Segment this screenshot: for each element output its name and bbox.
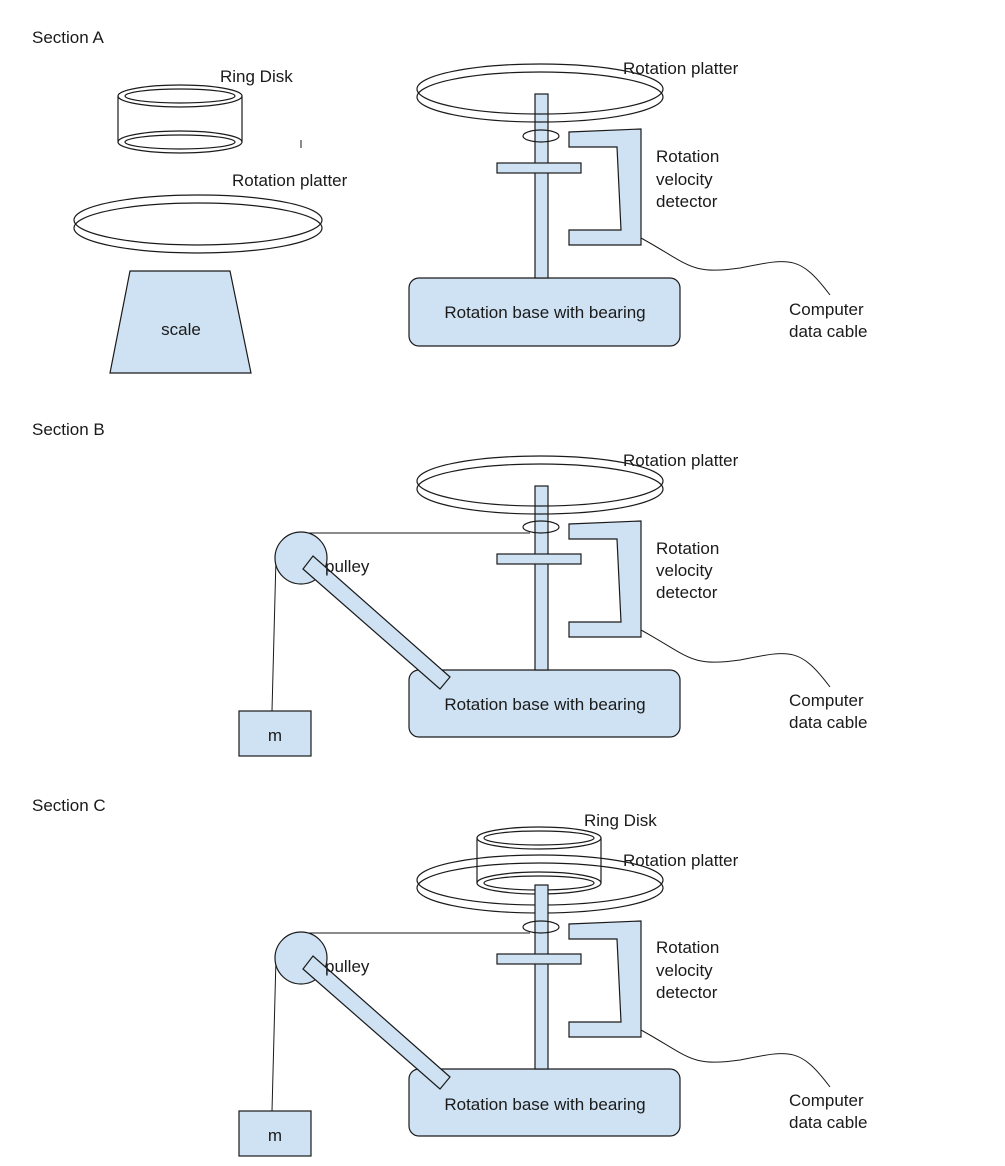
velocity-detector	[568, 128, 642, 246]
ring-disk-label: Ring Disk	[220, 67, 293, 86]
rotation-platter	[416, 455, 664, 507]
detector-label-line-3: detector	[656, 583, 718, 602]
ring-disk	[117, 84, 243, 154]
detector-label-line-2: velocity	[656, 961, 713, 980]
section-a-label: Section A	[32, 28, 104, 47]
shaft	[534, 93, 549, 279]
rotation-apparatus-b	[238, 455, 831, 757]
hanging-mass	[238, 1110, 312, 1157]
detector-label-line-3: detector	[656, 983, 718, 1002]
cable-label-line-2: data cable	[789, 322, 867, 341]
rotation-platter-label: Rotation platter	[623, 851, 739, 870]
data-cable	[640, 237, 831, 296]
base-label: Rotation base with bearing	[444, 695, 645, 714]
detector-label-line-1: Rotation	[656, 539, 719, 558]
scale	[109, 270, 252, 374]
pulley-label: pulley	[325, 957, 370, 976]
crossbar	[496, 553, 582, 565]
shaft-collar	[522, 520, 560, 534]
rotation-apparatus-a	[408, 63, 831, 347]
crossbar	[496, 162, 582, 174]
section-b: Section B pulley m Rotation base with be…	[32, 420, 867, 757]
ring-disk	[476, 826, 602, 895]
rotation-platter-label: Rotation platter	[623, 451, 739, 470]
section-c: Section C	[32, 796, 867, 1157]
cable-label-line-2: data cable	[789, 1113, 867, 1132]
rotation-platter	[416, 63, 664, 115]
detector-label-line-1: Rotation	[656, 147, 719, 166]
cable-label-line-1: Computer	[789, 691, 864, 710]
pulley-arm	[302, 955, 451, 1090]
cable-label-line-1: Computer	[789, 300, 864, 319]
crossbar	[496, 953, 582, 965]
cable-label-line-1: Computer	[789, 1091, 864, 1110]
pulley-label: pulley	[325, 557, 370, 576]
shaft	[534, 485, 549, 671]
scale-label: scale	[161, 320, 201, 339]
shaft	[534, 884, 549, 1070]
rotation-platter-loose	[73, 194, 323, 254]
section-b-label: Section B	[32, 420, 105, 439]
section-c-label: Section C	[32, 796, 106, 815]
base-label: Rotation base with bearing	[444, 303, 645, 322]
string-vertical	[271, 557, 277, 712]
ring-disk-label: Ring Disk	[584, 811, 657, 830]
detector-label-line-1: Rotation	[656, 938, 719, 957]
shaft-collar	[522, 920, 560, 934]
mass-label: m	[268, 726, 282, 745]
rotation-apparatus-c	[238, 826, 831, 1157]
string-vertical	[271, 957, 277, 1112]
detector-label-line-2: velocity	[656, 561, 713, 580]
mass-label: m	[268, 1126, 282, 1145]
velocity-detector	[568, 920, 642, 1038]
pulley-arm	[302, 555, 451, 690]
rotation-platter-label: Rotation platter	[623, 59, 739, 78]
rotation-platter-label-left: Rotation platter	[232, 171, 348, 190]
hanging-mass	[238, 710, 312, 757]
shaft-collar	[522, 129, 560, 143]
section-a: Section A Ring Disk Rotation platter sca…	[32, 28, 867, 374]
detector-label-line-2: velocity	[656, 170, 713, 189]
velocity-detector	[568, 520, 642, 638]
cable-label-line-2: data cable	[789, 713, 867, 732]
data-cable	[640, 1029, 831, 1088]
data-cable	[640, 629, 831, 688]
base-label: Rotation base with bearing	[444, 1095, 645, 1114]
detector-label-line-3: detector	[656, 192, 718, 211]
